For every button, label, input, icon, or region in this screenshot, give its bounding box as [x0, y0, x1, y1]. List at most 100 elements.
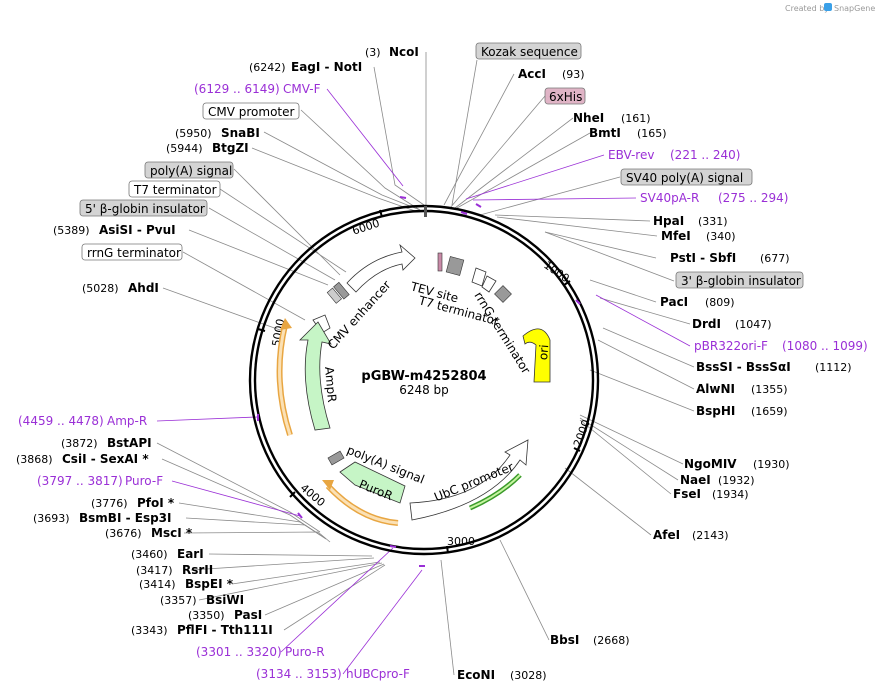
his-tag-feature[interactable] [437, 252, 443, 272]
enzyme-name-bsssi-bsssai[interactable]: BssSI - BssSαI [696, 360, 791, 374]
plasmid-length: 6248 bp [399, 383, 449, 397]
enzyme-pos-csii-sexai: (3868) [16, 453, 53, 466]
enzyme-name-eari[interactable]: EarI [177, 547, 204, 561]
beta-globin-insulator-3-feature[interactable] [494, 285, 512, 303]
enzyme-pos-bsphi: (1659) [751, 405, 788, 418]
t7-terminator-box-feature[interactable] [326, 287, 342, 304]
sv40-polya-box[interactable] [620, 168, 753, 186]
beta-globin-insulator-5-feature[interactable] [333, 281, 350, 300]
ubc-promoter-arrow[interactable] [409, 439, 529, 521]
enzyme-name-afei[interactable]: AfeI [653, 528, 680, 542]
kozak-sequence-box[interactable] [475, 42, 582, 60]
polya-signal-box[interactable] [144, 161, 234, 179]
beta-globin-insulator-5-box[interactable] [79, 199, 208, 217]
t7-terminator-box[interactable] [128, 180, 221, 198]
enzyme-name-paci[interactable]: PacI [660, 295, 688, 309]
enzyme-pos-mfei: (340) [706, 230, 736, 243]
enzyme-name-bsiwi[interactable]: BsiWI [206, 593, 244, 607]
sv40-polya-label: SV40 poly(A) signal [626, 171, 743, 185]
ncoi-site-marker [424, 206, 427, 217]
enzyme-pos-ahdi: (5028) [82, 282, 119, 295]
enzyme-pos-ngomiv: (1930) [753, 458, 790, 471]
enzyme-name-msci[interactable]: MscI * [151, 526, 193, 540]
enzyme-name-hpai[interactable]: HpaI [653, 214, 684, 228]
cmv-promoter-label: CMV promoter [208, 105, 295, 119]
enzyme-name-snabi[interactable]: SnaBI [221, 126, 260, 140]
primer-name-pbr322ori-f[interactable]: pBR322ori-F [694, 339, 768, 353]
cmv-enhancer-arrow[interactable] [346, 243, 416, 293]
his-tag-label: 6xHis [549, 90, 582, 104]
enzyme-name-bbsi[interactable]: BbsI [550, 633, 579, 647]
polya-signal-feature[interactable] [327, 450, 345, 466]
enzyme-name-drdi[interactable]: DrdI [692, 317, 721, 331]
enzyme-name-econi[interactable]: EcoNI [457, 668, 495, 682]
enzyme-pos-bsiwi: (3357) [160, 594, 197, 607]
puror-orf-fill [326, 484, 399, 525]
ori-label: ori [536, 344, 551, 361]
primer-name-cmv-f[interactable]: CMV-F [283, 82, 321, 96]
enzyme-name-pflfi-tth111i[interactable]: PflFI - Tth111I [177, 623, 273, 637]
enzyme-name-ngomiv[interactable]: NgoMIV [684, 457, 737, 471]
rrng-terminator-arrow[interactable] [481, 275, 497, 293]
cmv-promoter-box[interactable] [202, 102, 300, 120]
enzyme-pos-bsssi-bsssai: (1112) [815, 361, 852, 374]
primer-range-sv40pa-r: (275 .. 294) [718, 191, 788, 205]
beta-globin-insulator-3-box[interactable] [675, 271, 804, 289]
primer-range-cmv-f: (6129 .. 6149) [194, 82, 280, 96]
his-tag-box[interactable] [544, 87, 586, 105]
enzyme-pos-acci: (93) [562, 68, 585, 81]
enzyme-name-mfei[interactable]: MfeI [661, 229, 691, 243]
enzyme-name-pasi[interactable]: PasI [234, 608, 262, 622]
enzyme-name-acci[interactable]: AccI [518, 67, 546, 81]
enzyme-name-naei[interactable]: NaeI [680, 473, 711, 487]
enzyme-pos-eagi-noti: (6242) [249, 61, 286, 74]
t7-terminator-arrow[interactable] [471, 267, 487, 287]
enzyme-name-bstapi[interactable]: BstAPI [107, 436, 152, 450]
enzyme-name-eagi-noti[interactable]: EagI - NotI [291, 60, 362, 74]
enzyme-pos-ncoi: (3) [365, 46, 381, 59]
enzyme-name-pfoi[interactable]: PfoI * [137, 496, 175, 510]
enzyme-name-psti-sbfi[interactable]: PstI - SbfI [670, 251, 736, 265]
primer-name-hubcpro-f[interactable]: hUBCpro-F [346, 667, 410, 681]
sv40-polya-feature[interactable] [445, 256, 465, 276]
rrng-terminator-box[interactable] [81, 243, 183, 261]
primer-name-sv40pa-r[interactable]: SV40pA-R [640, 191, 699, 205]
primer-name-ebv-rev[interactable]: EBV-rev [608, 148, 654, 162]
enzyme-name-ahdi[interactable]: AhdI [128, 281, 159, 295]
brand-prefix: Created by [785, 4, 829, 13]
ori-feature[interactable] [522, 328, 551, 383]
ampr-label: AmpR [322, 366, 339, 403]
enzyme-name-bsphi[interactable]: BspHI [696, 404, 735, 418]
primer-connectors [156, 88, 691, 675]
enzyme-pos-nhei: (161) [621, 112, 651, 125]
enzyme-name-bsmbi-esp3i[interactable]: BsmBI - Esp3I [79, 511, 171, 525]
enzyme-name-csii-sexai[interactable]: CsiI - SexAI * [62, 452, 149, 466]
enzyme-pos-bstapi: (3872) [61, 437, 98, 450]
primer-name-amp-r[interactable]: Amp-R [107, 414, 147, 428]
enzyme-pos-snabi: (5950) [175, 127, 212, 140]
enzyme-pos-bbsi: (2668) [593, 634, 630, 647]
enzyme-pos-paci: (809) [705, 296, 735, 309]
primer-range-hubcpro-f: (3134 .. 3153) [256, 667, 342, 681]
puror-feature[interactable] [339, 461, 406, 504]
primer-name-puro-r[interactable]: Puro-R [285, 645, 325, 659]
enzyme-name-bmti[interactable]: BmtI [589, 126, 621, 140]
primer-range-puro-r: (3301 .. 3320) [196, 645, 282, 659]
enzyme-name-bspei[interactable]: BspEI * [185, 577, 234, 591]
enzyme-name-asisi-pvui[interactable]: AsiSI - PvuI [99, 223, 176, 237]
enzyme-name-rsrii[interactable]: RsrII [182, 563, 213, 577]
enzyme-name-btgzi[interactable]: BtgZI [212, 141, 249, 155]
ampr-orf-fill [278, 324, 292, 436]
primer-name-puro-f[interactable]: Puro-F [125, 474, 163, 488]
enzyme-pos-psti-sbfi: (677) [760, 252, 790, 265]
enzyme-pos-pasi: (3350) [188, 609, 225, 622]
enzyme-pos-fsei: (1934) [712, 488, 749, 501]
ampr-feature[interactable] [299, 321, 332, 431]
enzyme-name-fsei[interactable]: FseI [673, 487, 701, 501]
enzyme-name-alwni[interactable]: AlwNI [696, 382, 735, 396]
enzyme-name-nhei[interactable]: NheI [573, 111, 604, 125]
primer-range-ebv-rev: (221 .. 240) [670, 148, 740, 162]
enzyme-name-ncoi[interactable]: NcoI [389, 45, 419, 59]
enzyme-pos-alwni: (1355) [751, 383, 788, 396]
